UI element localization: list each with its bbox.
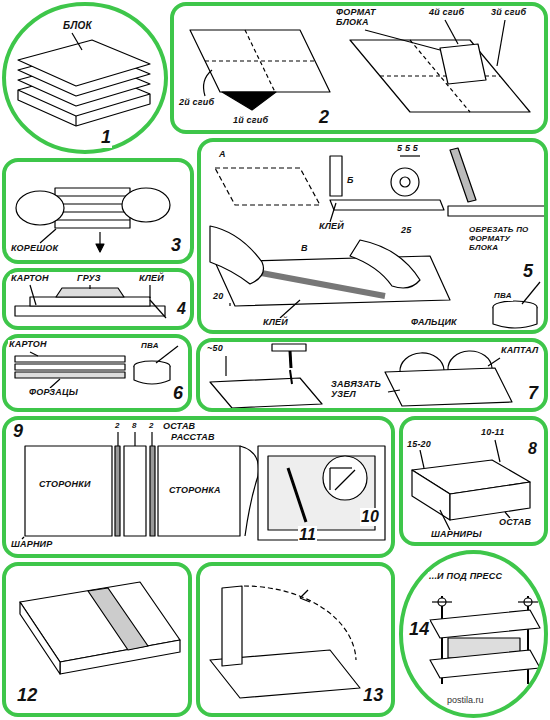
label-text: 2 xyxy=(114,422,121,431)
watermark: postila.ru xyxy=(446,696,485,706)
label-text: 1й сгиб xyxy=(232,116,269,126)
step-panel: БЛОК 1 xyxy=(2,2,168,154)
step-panel: ...И ПОД ПРЕСС 14 xyxy=(399,550,548,718)
label-text: КАРТОН xyxy=(8,340,48,350)
label-text: ~50 xyxy=(206,344,224,354)
step-number: 7 xyxy=(527,384,539,404)
label-text: КАПТАЛ xyxy=(500,346,539,356)
step-panel: 13 xyxy=(196,562,395,717)
label-text: ШАРНИРЫ xyxy=(430,530,483,540)
step-number: 10 xyxy=(360,508,380,526)
label-text: 2 xyxy=(148,422,155,431)
step-panel: 9 2 8 2 ОСТАВРАССТАВ СТОРОНКИ СТОРОНКА ШАРНИР 10… xyxy=(2,416,395,558)
label-text: 15-20 xyxy=(406,440,432,450)
label-text: ФАЛЬЦИК xyxy=(410,318,458,328)
step-number: 4 xyxy=(176,300,187,318)
label-text: ШАРНИР xyxy=(10,540,54,550)
step-number: 6 xyxy=(172,384,184,404)
step-number: 3 xyxy=(170,236,182,256)
label-text: КАРТОН xyxy=(10,274,50,284)
label-text: А xyxy=(218,150,227,160)
label-text: БЛОК xyxy=(62,20,93,31)
step-panel: А 5 5 5 Б КЛЕЙ 25 ОБРЕЗАТЬ ПО ФОРМАТУ БЛОКА В 2… xyxy=(197,138,548,334)
label-text: 20 xyxy=(212,292,224,302)
step-number: 11 xyxy=(298,526,317,544)
label-text: ОСТАВ xyxy=(498,518,532,528)
label-text: КЛЕЙ xyxy=(262,318,289,328)
panel-outline-ellipse xyxy=(401,552,546,716)
step-number: 8 xyxy=(527,440,538,458)
panel-outline-ellipse xyxy=(4,4,166,152)
label-text: 2й сгиб xyxy=(178,98,215,108)
label-text: ОСТАВ xyxy=(162,422,196,432)
label-text: СТОРОНКА xyxy=(168,486,222,496)
label-text: КОРЕШОК xyxy=(10,244,59,254)
step-number: 2 xyxy=(318,108,330,128)
label-text: РАССТАВ xyxy=(170,433,216,443)
step-number: 14 xyxy=(408,620,430,640)
step-panel: КАРТОН ПВА ФОРЗАЦЫ 6 xyxy=(2,334,192,412)
label-text: 10-11 xyxy=(480,428,505,438)
label-text: 3й сгиб xyxy=(490,8,527,18)
label-text: ГРУЗ xyxy=(76,274,102,284)
step-number: 5 xyxy=(522,262,534,282)
step-number: 1 xyxy=(100,128,112,148)
label-text: ФОРЗАЦЫ xyxy=(28,388,79,398)
label-text: ФОРМАТ БЛОКА xyxy=(335,8,392,28)
label-text: 25 xyxy=(400,226,412,236)
step-number: 12 xyxy=(16,686,38,706)
step-panel: КАРТОН ГРУЗ КЛЕЙ 4 xyxy=(2,268,194,330)
label-text: КЛЕЙ xyxy=(138,274,165,284)
step-panel: 12 xyxy=(2,562,192,717)
label-text: ОБРЕЗАТЬ ПО ФОРМАТУ БЛОКА xyxy=(468,226,542,252)
step-panel: 15-20 10-11 8ОСТАВ ШАРНИРЫ xyxy=(399,416,548,546)
step-number: 13 xyxy=(362,686,384,706)
step-panel: ФОРМАТ БЛОКА 4й сгиб 3й сгиб 2й сгиб 1й сгиб… xyxy=(170,2,548,134)
label-text: ПВА xyxy=(140,342,160,351)
label-text: 5 5 5 xyxy=(396,144,419,154)
label-text: Б xyxy=(346,176,355,186)
label-text: СТОРОНКИ xyxy=(38,480,92,490)
label-text: 4й сгиб xyxy=(428,8,465,18)
step-panel: КОРЕШОК 3 xyxy=(2,158,194,264)
step-number: 9 xyxy=(12,422,24,442)
label-text: КЛЕЙ xyxy=(318,222,345,232)
label-text: В xyxy=(300,244,309,254)
label-text: ...И ПОД ПРЕСС xyxy=(428,572,503,582)
label-text: ЗАВЯЗАТЬ УЗЕЛ xyxy=(330,380,382,400)
label-text: ПВА xyxy=(493,292,513,301)
step-panel: ~50 КАПТАЛ ЗАВЯЗАТЬ УЗЕЛ 7 xyxy=(196,338,548,412)
label-text: 8 xyxy=(131,422,138,431)
